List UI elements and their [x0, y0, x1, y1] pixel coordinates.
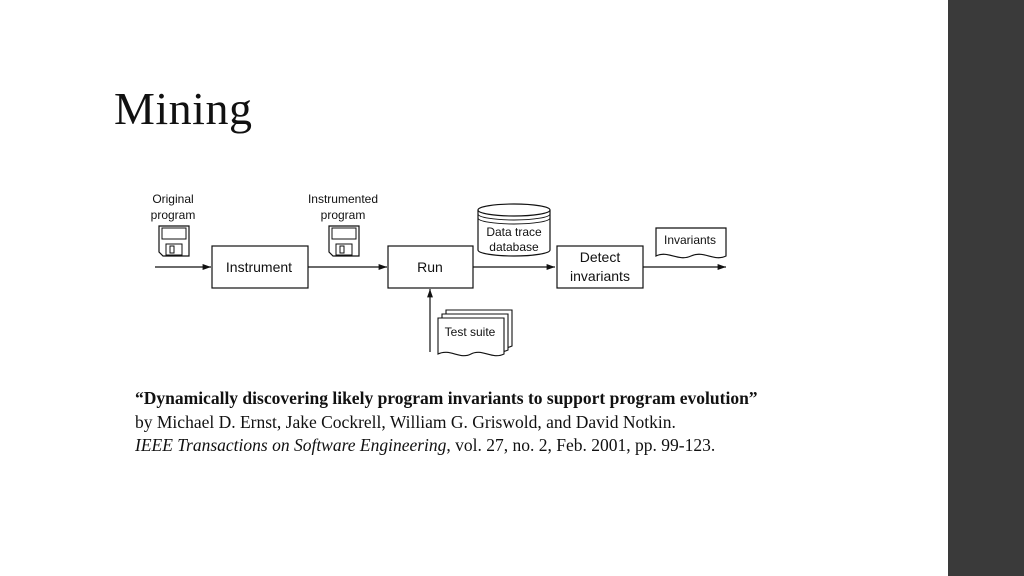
original-program-label-line1: Original: [152, 192, 193, 206]
instrumented-program-label-line1: Instrumented: [308, 192, 378, 206]
run-label: Run: [417, 259, 443, 275]
paper-authors: by Michael D. Ernst, Jake Cockrell, Will…: [135, 411, 676, 432]
instrument-box: [211, 245, 309, 289]
run-box: [387, 245, 474, 289]
document-icon: [655, 227, 727, 259]
instrumented-program-label-line2: program: [321, 208, 366, 222]
data-trace-label-line2: database: [489, 240, 539, 254]
document-stack-icon: [437, 309, 513, 357]
slide-title: Mining: [114, 83, 253, 134]
floppy-disk-icon: [328, 225, 360, 257]
detect-invariants-label-line2: invariants: [570, 268, 630, 284]
journal-name: IEEE Transactions on Software Engineerin…: [135, 435, 447, 455]
detect-invariants-label-line1: Detect: [580, 249, 621, 265]
data-trace-label-line1: Data trace: [486, 225, 542, 239]
database-cylinder-icon: [477, 203, 551, 257]
slide-accent-bar: [948, 0, 1024, 576]
instrument-label: Instrument: [226, 259, 292, 275]
floppy-disk-icon: [158, 225, 190, 257]
paper-venue: IEEE Transactions on Software Engineerin…: [135, 434, 895, 458]
invariants-output-label: Invariants: [664, 233, 716, 247]
citation-block: “Dynamically discovering likely program …: [135, 387, 895, 458]
detect-invariants-box: [556, 245, 644, 289]
original-program-label-line2: program: [151, 208, 196, 222]
paper-title: “Dynamically discovering likely program …: [135, 388, 758, 408]
test-suite-label: Test suite: [445, 325, 496, 339]
publication-details: , vol. 27, no. 2, Feb. 2001, pp. 99-123.: [446, 435, 716, 455]
